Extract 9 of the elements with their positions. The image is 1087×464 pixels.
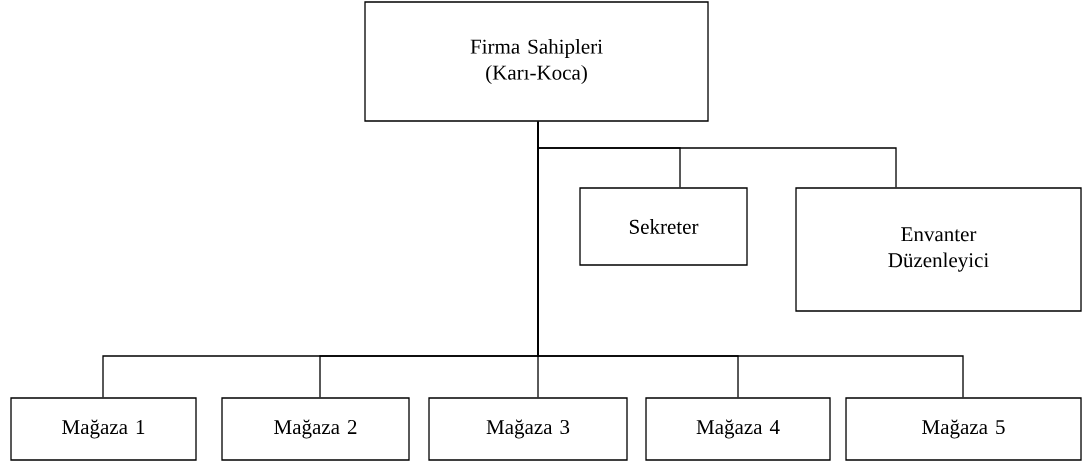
org-box: Mağaza 4 xyxy=(645,397,831,461)
org-box: Mağaza 1 xyxy=(10,397,197,461)
org-box: Mağaza 2 xyxy=(221,397,410,461)
org-box: Mağaza 3 xyxy=(428,397,628,461)
org-box: Firma Sahipleri (Karı-Koca) xyxy=(364,1,709,122)
org-box: Envanter Düzenleyici xyxy=(795,187,1082,312)
connector-line xyxy=(537,121,964,398)
org-box: Mağaza 5 xyxy=(845,397,1082,461)
org-box: Sekreter xyxy=(579,187,748,266)
